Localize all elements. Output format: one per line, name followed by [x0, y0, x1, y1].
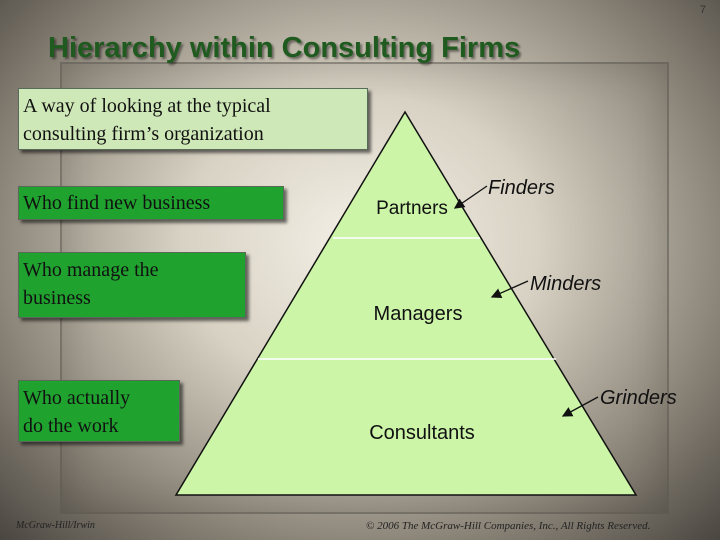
intro-box: A way of looking at the typical consulti…: [18, 88, 368, 150]
intro-line-2: consulting firm’s organization: [23, 123, 264, 145]
level-consultants: Consultants: [369, 422, 475, 444]
intro-line-1: A way of looking at the typical: [23, 95, 271, 117]
arrow-grinders: [561, 396, 599, 417]
find-business-box: Who find new business: [18, 186, 284, 220]
arrow-minders: [490, 280, 529, 299]
footer-publisher: McGraw-Hill/Irwin: [16, 520, 95, 531]
label-grinders: Grinders: [600, 387, 677, 409]
level-partners: Partners: [376, 198, 448, 219]
level-managers: Managers: [374, 303, 463, 325]
manage-line-2: business: [23, 287, 91, 309]
find-business-text: Who find new business: [23, 192, 211, 214]
pyramid-shape: [174, 110, 638, 496]
manage-business-box: Who manage the business: [18, 252, 246, 318]
label-minders: Minders: [530, 273, 601, 295]
footer-copyright: © 2006 The McGraw-Hill Companies, Inc., …: [366, 520, 651, 532]
work-line-2: do the work: [23, 415, 119, 437]
slide-number: 7: [699, 4, 706, 16]
slide-title: Hierarchy within Consulting Firms: [48, 32, 521, 64]
work-line-1: Who actually: [23, 387, 131, 409]
manage-line-1: Who manage the: [23, 259, 159, 281]
arrow-finders: [453, 185, 488, 209]
do-work-box: Who actually do the work: [18, 380, 180, 442]
label-finders: Finders: [488, 177, 555, 199]
